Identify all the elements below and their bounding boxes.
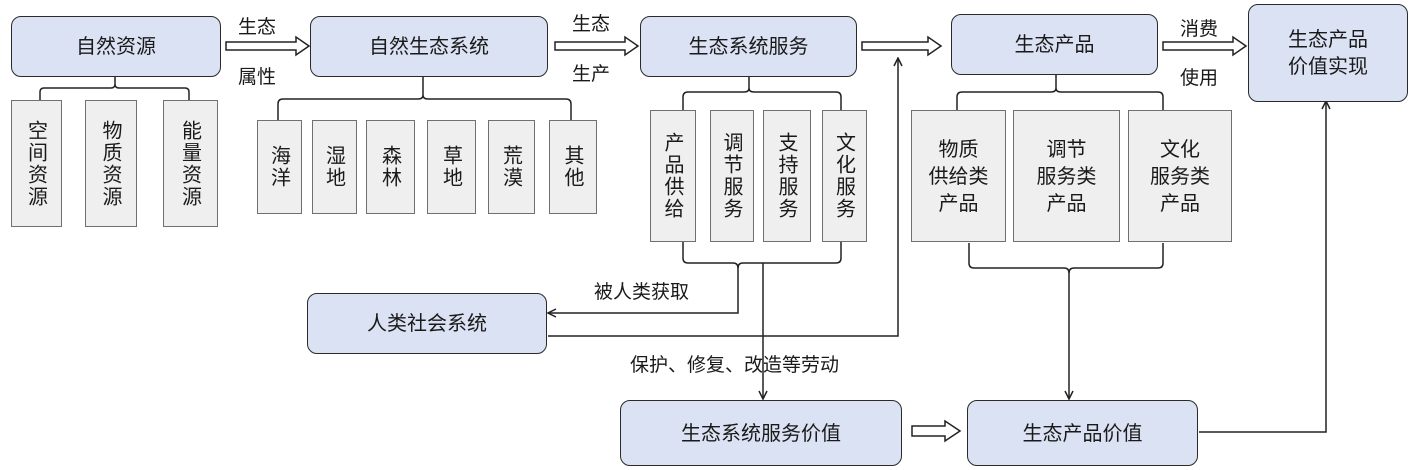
- double-arrow-4: [1162, 35, 1248, 57]
- label-eco-2: 生态: [572, 13, 611, 35]
- label-production: 生产: [572, 63, 611, 85]
- bracket-resources: [39, 76, 190, 100]
- service-item-regulation: 调节服务: [710, 110, 754, 242]
- ecological-product-value-box: 生态产品价值: [967, 400, 1198, 466]
- ecosystem-item-ocean: 海洋: [257, 120, 302, 214]
- label-obtained-by-humans: 被人类获取: [594, 281, 690, 303]
- ecosystem-services-box: 生态系统服务: [640, 16, 857, 77]
- product-item-culture: 文化 服务类 产品: [1128, 110, 1232, 242]
- resource-item-space: 空间资源: [11, 100, 62, 227]
- value-realization-box: 生态产品 价值实现: [1248, 4, 1408, 102]
- label-use: 使用: [1180, 67, 1219, 89]
- natural-resources-box: 自然资源: [11, 16, 221, 77]
- double-arrow-3: [861, 35, 943, 57]
- double-arrow-1: [225, 35, 311, 57]
- ecological-products-box: 生态产品: [951, 14, 1158, 75]
- ecosystem-item-other: 其他: [549, 120, 597, 214]
- human-society-box: 人类社会系统: [307, 293, 547, 354]
- product-item-material: 物质 供给类 产品: [911, 110, 1006, 242]
- bracket-ecosystems: [277, 77, 572, 120]
- label-attribute: 属性: [238, 66, 277, 88]
- product-item-regulation: 调节 服务类 产品: [1013, 110, 1120, 242]
- service-item-culture: 文化服务: [822, 110, 867, 242]
- society-to-services-arrow: [548, 58, 898, 337]
- ecosystem-item-wetland: 湿地: [312, 120, 357, 214]
- bracket-services-top: [682, 77, 842, 110]
- bracket-products-top: [956, 75, 1164, 110]
- ecosystem-item-grassland: 草地: [427, 120, 476, 214]
- label-eco-1: 生态: [238, 16, 277, 38]
- double-arrow-5: [911, 419, 962, 443]
- label-consume: 消费: [1180, 18, 1219, 40]
- ecosystem-item-desert: 荒漠: [488, 120, 535, 214]
- service-item-provision: 产品供给: [650, 110, 696, 242]
- natural-ecosystem-box: 自然生态系统: [310, 16, 548, 77]
- service-item-support: 支持服务: [763, 110, 811, 242]
- label-labor: 保护、修复、改造等劳动: [630, 354, 840, 376]
- resource-item-energy: 能量资源: [163, 100, 218, 227]
- double-arrow-2: [554, 35, 640, 57]
- ecosystem-service-value-box: 生态系统服务价值: [620, 400, 902, 466]
- bracket-products-bottom: [968, 243, 1069, 399]
- value-to-realization-arrow: [1199, 101, 1326, 433]
- ecosystem-item-forest: 森林: [366, 120, 415, 214]
- resource-item-material: 物质资源: [85, 100, 137, 227]
